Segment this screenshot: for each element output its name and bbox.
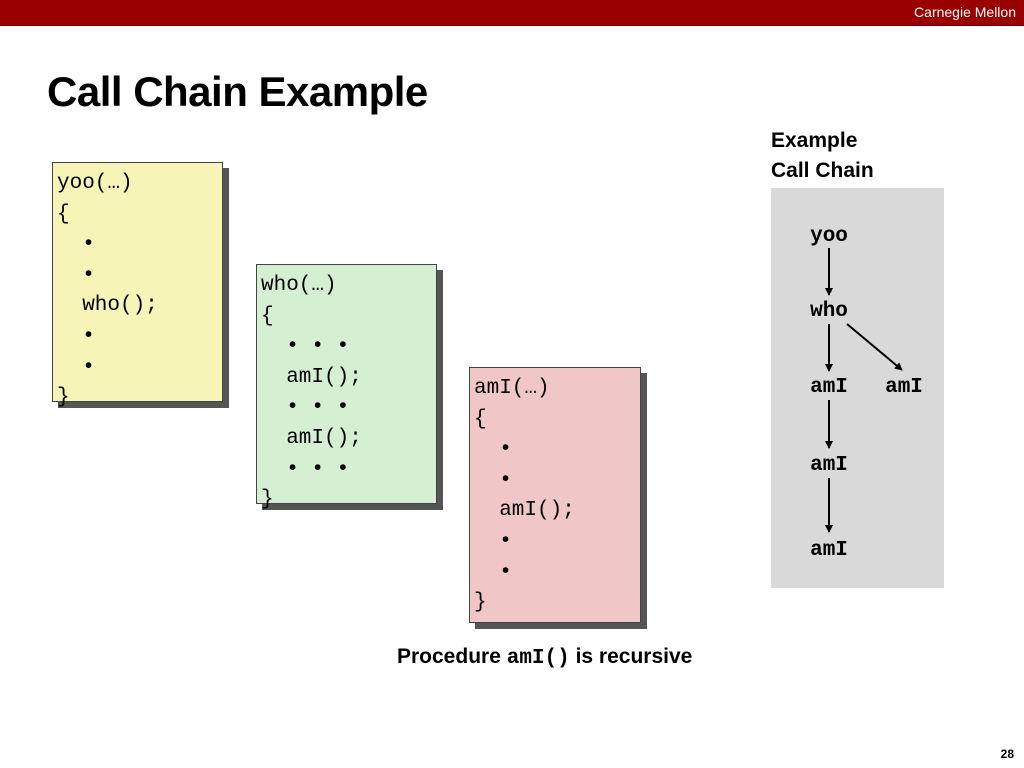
- code-line: •: [57, 324, 95, 348]
- chain-node-who: who: [810, 300, 848, 323]
- code-box-ami: amI(…) { • • amI(); • • }: [469, 367, 641, 623]
- call-chain-heading-line1: Example: [771, 129, 858, 152]
- code-line: amI();: [261, 426, 362, 450]
- code-line: {: [261, 304, 274, 328]
- brand-label: Carnegie Mellon: [914, 4, 1016, 20]
- code-box-who: who(…) { • • • amI(); • • • amI(); • • •…: [256, 264, 437, 511]
- code-line: amI();: [261, 365, 362, 389]
- code-line: amI();: [474, 499, 575, 523]
- chain-node-ami-3: amI: [810, 454, 848, 477]
- code-line: who(…): [261, 274, 337, 297]
- page-number: 28: [1000, 747, 1014, 761]
- code-line: amI(…): [474, 377, 550, 400]
- slide-title: Call Chain Example: [47, 68, 428, 115]
- call-chain-heading-line2: Call Chain: [771, 159, 874, 182]
- call-chain-heading: Example Call Chain: [771, 126, 874, 186]
- code-line: }: [474, 591, 487, 615]
- call-chain-diagram: yoo who amI amI amI amI: [810, 225, 923, 562]
- code-line: {: [474, 407, 487, 431]
- arrow-who-to-ami-2: [846, 323, 903, 371]
- code-line: }: [57, 386, 70, 410]
- caption-suffix: is recursive: [569, 645, 693, 668]
- header-bar: Carnegie Mellon: [0, 0, 1024, 26]
- code-line: • • •: [261, 335, 350, 359]
- code-line: •: [57, 233, 95, 257]
- code-line: •: [474, 529, 512, 553]
- code-line: {: [57, 202, 70, 226]
- code-line: • • •: [261, 396, 350, 420]
- call-chain-panel: yoo who amI amI amI amI: [771, 188, 944, 588]
- chain-node-ami-4: amI: [810, 539, 848, 562]
- code-line: •: [57, 355, 95, 379]
- code-line: }: [261, 488, 274, 512]
- code-line: • • •: [261, 457, 350, 481]
- code-line: •: [57, 263, 95, 287]
- chain-node-yoo: yoo: [810, 225, 848, 248]
- code-line: •: [474, 560, 512, 584]
- code-line: yoo(…): [57, 172, 133, 195]
- code-line: who();: [57, 294, 158, 318]
- caption-prefix: Procedure: [397, 645, 507, 668]
- caption-code: amI(): [506, 647, 570, 670]
- code-line: •: [474, 438, 512, 462]
- chain-node-ami-1: amI: [810, 376, 848, 399]
- caption: Procedure amI() is recursive: [397, 645, 692, 670]
- code-box-yoo: yoo(…) { • • who(); • • }: [52, 162, 223, 409]
- code-line: •: [474, 468, 512, 492]
- chain-node-ami-2: amI: [885, 376, 923, 399]
